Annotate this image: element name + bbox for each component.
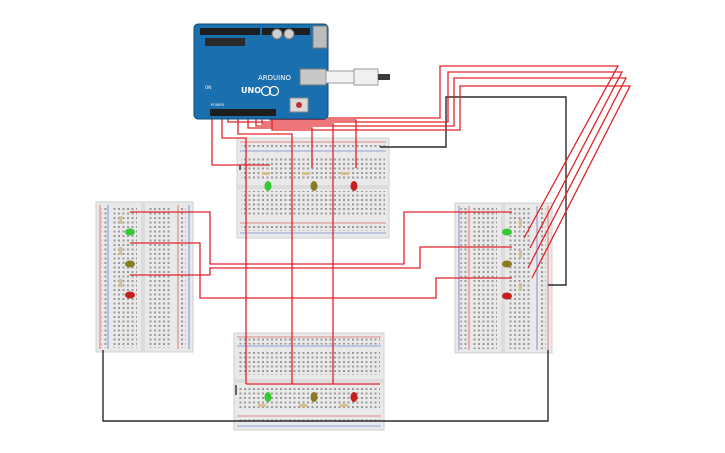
- led-red: [350, 392, 358, 402]
- resistor: [119, 247, 122, 255]
- resistor: [262, 172, 270, 175]
- led-red: [350, 181, 358, 191]
- power-analog-header: [210, 109, 276, 116]
- traffic-light-north: [262, 172, 358, 191]
- signal-wires: [130, 65, 632, 385]
- ground-wires: [102, 96, 567, 422]
- reset-button[interactable]: [296, 102, 302, 108]
- arduino-board[interactable]: ARDUINO UNO ON POWER: [193, 23, 329, 120]
- usb-port: [299, 68, 327, 86]
- traffic-light-east: [502, 219, 522, 300]
- led-green: [125, 228, 135, 236]
- resistor: [299, 404, 307, 407]
- led-yellow: [125, 260, 135, 268]
- led-red: [125, 291, 135, 299]
- led-yellow: [310, 392, 318, 402]
- breadboard-south: [233, 332, 385, 431]
- model-label: UNO: [241, 86, 261, 95]
- resistor: [519, 283, 522, 291]
- usb-cable: [325, 68, 390, 86]
- resistor: [519, 250, 522, 258]
- led-green: [264, 181, 272, 191]
- power-label: POWER: [211, 103, 225, 107]
- breadboard-west: [95, 201, 194, 353]
- resistor: [258, 404, 266, 407]
- on-label: ON: [205, 85, 211, 90]
- led-green: [502, 228, 512, 236]
- resistor: [341, 172, 349, 175]
- resistor: [519, 219, 522, 227]
- traffic-light-west: [119, 216, 135, 299]
- led-red: [502, 292, 512, 300]
- digital-header: [200, 28, 260, 35]
- led-yellow: [310, 181, 318, 191]
- infinity-logo-icon: [260, 85, 272, 97]
- chip: [205, 38, 245, 46]
- power-jack: [312, 25, 328, 49]
- resistor: [119, 216, 122, 224]
- resistor: [302, 172, 310, 175]
- resistor: [119, 279, 122, 287]
- breadboard-north: [236, 137, 390, 239]
- traffic-light-south: [258, 392, 358, 407]
- capacitor-2: [283, 28, 295, 40]
- resistor: [340, 404, 348, 407]
- capacitor-1: [271, 28, 283, 40]
- brand-label: ARDUINO: [258, 74, 291, 82]
- led-green: [264, 392, 272, 402]
- led-yellow: [502, 260, 512, 268]
